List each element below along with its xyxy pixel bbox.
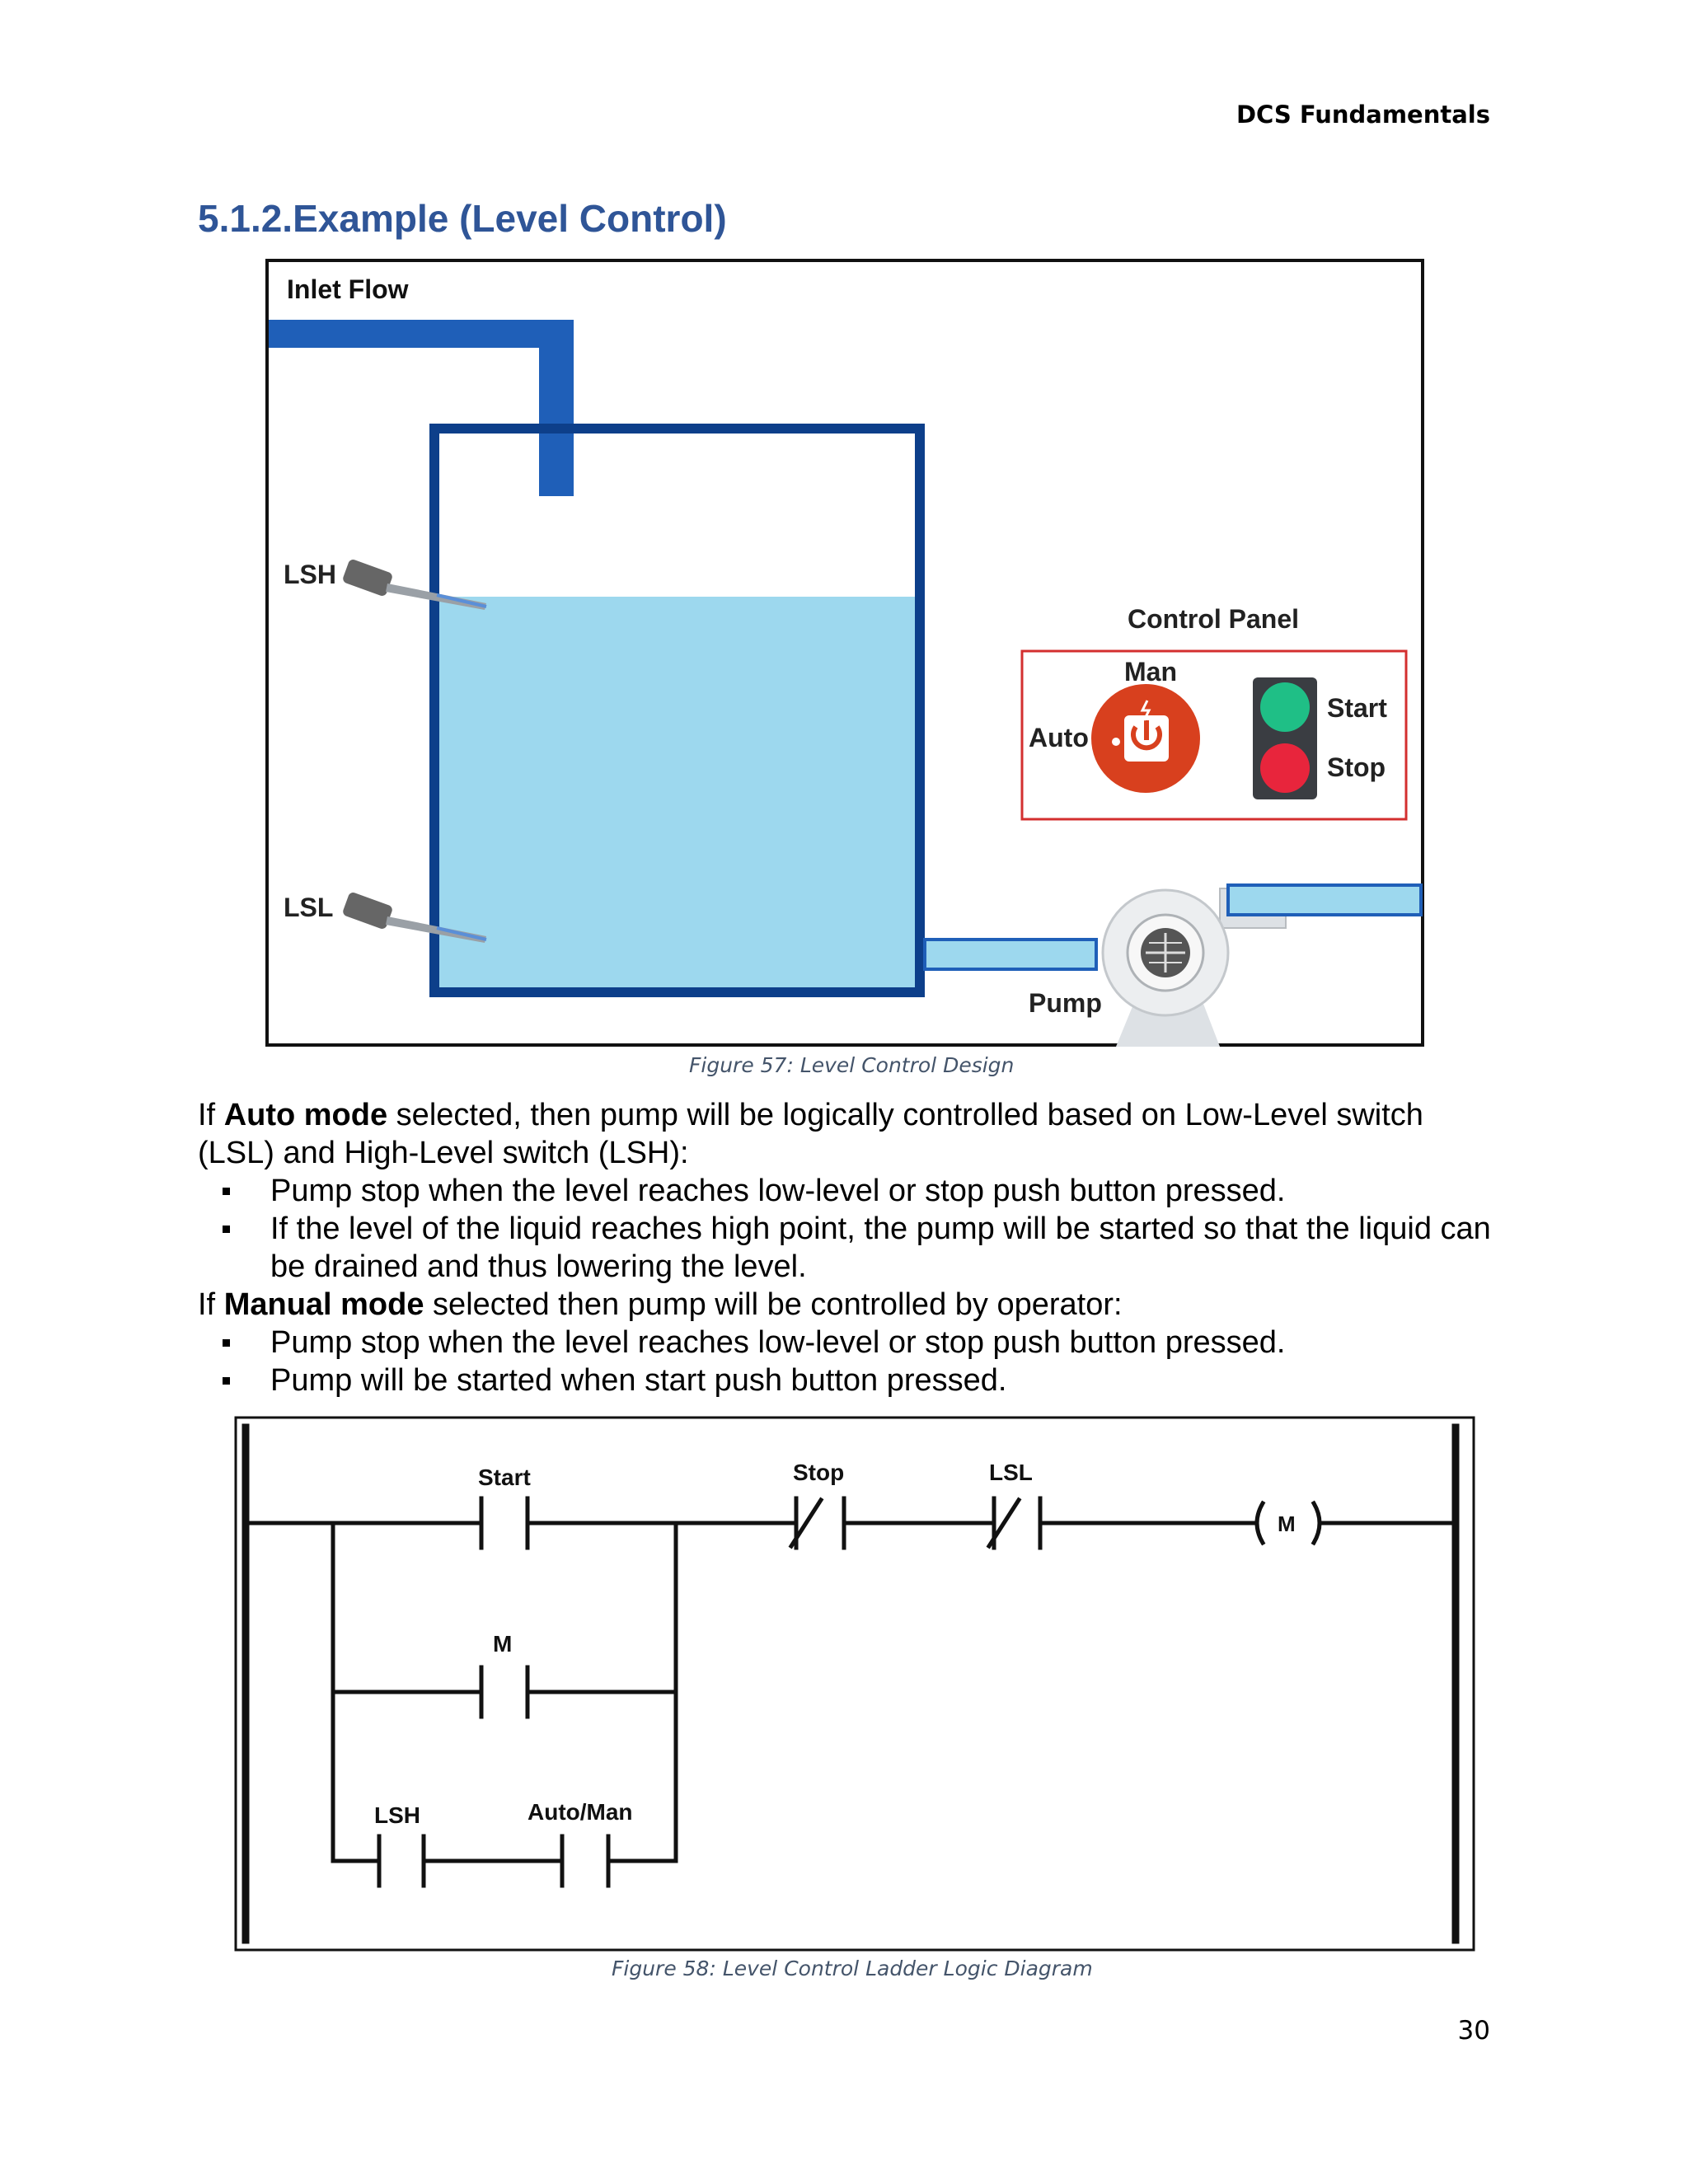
coil-left-arc	[1254, 1500, 1266, 1546]
level-control-design-figure: Inlet Flow LSH LSL Pump Control Panel Ma…	[265, 259, 1424, 1047]
figure-58-caption: Figure 58: Level Control Ladder Logic Di…	[612, 1957, 1093, 1980]
manual-prefix: If	[198, 1287, 224, 1322]
discharge-pipe	[1226, 883, 1423, 916]
stop-contact-label: Stop	[793, 1460, 844, 1485]
start-button-icon	[1260, 682, 1310, 732]
rung-m-seal-in	[331, 1665, 678, 1719]
stop-label: Stop	[1327, 752, 1386, 782]
list-item: If the level of the liquid reaches high …	[198, 1210, 1492, 1286]
outlet-pipe	[923, 938, 1098, 971]
control-panel-box	[1020, 649, 1408, 821]
auto-mode-text: selected, then pump will be logically co…	[198, 1098, 1423, 1170]
running-header: DCS Fundamentals	[1236, 101, 1490, 129]
body-text: If Auto mode selected, then pump will be…	[198, 1096, 1492, 1399]
coil-right-arc	[1311, 1500, 1322, 1546]
tank-liquid	[434, 597, 920, 992]
manual-mode-text: selected then pump will be controlled by…	[424, 1287, 1123, 1322]
m-coil-label: M	[1278, 1511, 1296, 1536]
list-item: Pump stop when the level reaches low-lev…	[198, 1172, 1492, 1210]
lsl-label: LSL	[284, 893, 333, 922]
figure-57-caption: Figure 57: Level Control Design	[689, 1053, 1015, 1077]
figure-frame	[234, 1416, 1475, 1952]
pushbutton-station	[1253, 677, 1317, 799]
auto-mode-bullets: Pump stop when the level reaches low-lev…	[198, 1172, 1492, 1286]
lsh-label: LSH	[284, 560, 336, 589]
auto-man-selector-switch	[1091, 684, 1200, 793]
tank-wall	[429, 424, 925, 997]
page-number: 30	[1457, 2016, 1490, 2046]
lsl-sensor-icon	[343, 893, 487, 943]
manual-mode-term: Manual mode	[223, 1287, 424, 1322]
auto-man-contact-label: Auto/Man	[528, 1799, 633, 1825]
inlet-pipe-vertical	[539, 320, 574, 496]
list-item: Pump will be started when start push but…	[198, 1361, 1492, 1399]
stop-button-icon	[1260, 743, 1310, 793]
m-contact-label: M	[493, 1631, 512, 1657]
start-contact-label: Start	[478, 1465, 531, 1490]
inlet-flow-label: Inlet Flow	[287, 274, 409, 304]
rung-main	[243, 1496, 1458, 1550]
lsh-contact-label: LSH	[374, 1802, 420, 1828]
section-heading: 5.1.2.Example (Level Control)	[198, 197, 727, 240]
auto-mode-term: Auto mode	[223, 1098, 388, 1132]
manual-mode-bullets: Pump stop when the level reaches low-lev…	[198, 1324, 1492, 1399]
auto-mode-paragraph: If Auto mode selected, then pump will be…	[198, 1096, 1492, 1172]
man-label: Man	[1124, 657, 1177, 687]
inlet-pipe-horizontal	[269, 320, 574, 348]
auto-label: Auto	[1029, 723, 1089, 752]
control-panel-label: Control Panel	[1128, 604, 1299, 634]
lsl-contact-label: LSL	[989, 1460, 1033, 1485]
auto-prefix: If	[198, 1098, 224, 1132]
manual-mode-paragraph: If Manual mode selected then pump will b…	[198, 1286, 1492, 1324]
list-item: Pump stop when the level reaches low-lev…	[198, 1324, 1492, 1361]
rung-lsh-auto	[331, 1834, 678, 1888]
start-label: Start	[1327, 693, 1387, 723]
pump-label: Pump	[1029, 988, 1102, 1018]
lsh-sensor-icon	[343, 560, 487, 610]
ladder-logic-diagram: Start Stop LSL M M LSH Auto/Man	[234, 1416, 1475, 1952]
